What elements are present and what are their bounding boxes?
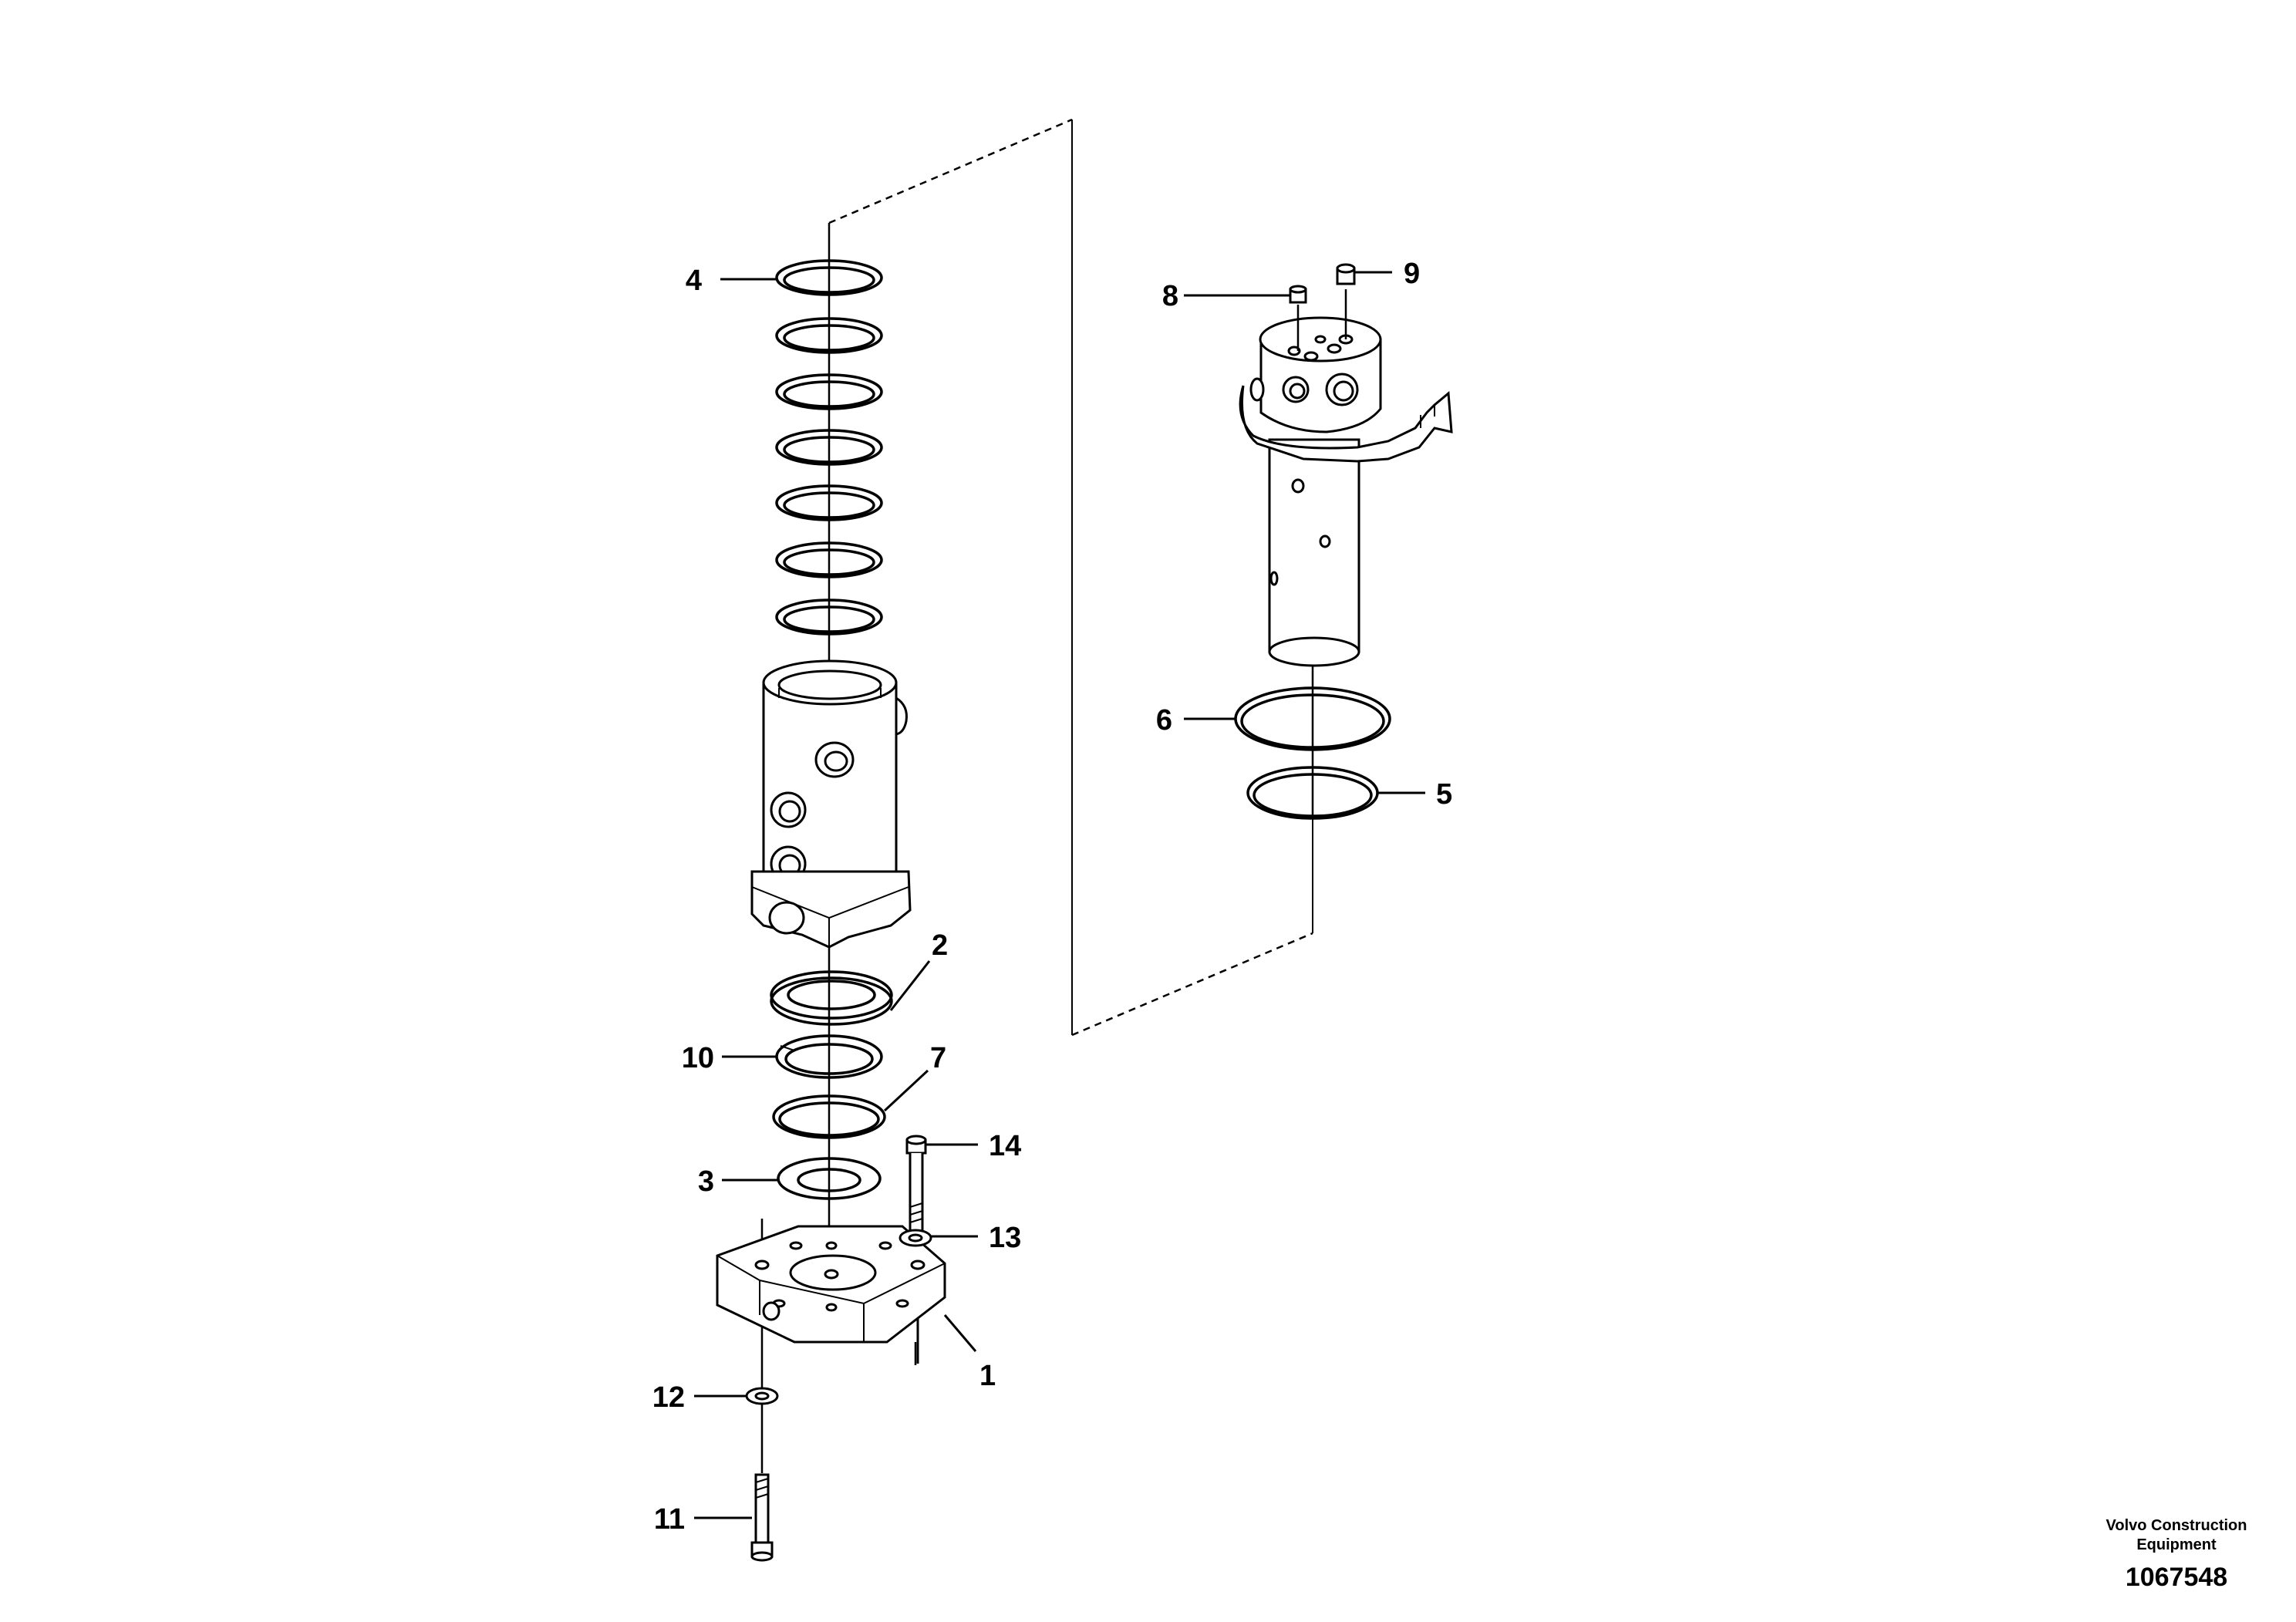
callout-14: 14 (989, 1130, 1021, 1162)
callout-12: 12 (652, 1381, 685, 1414)
callout-1: 1 (979, 1360, 996, 1392)
callout-3: 3 (698, 1165, 714, 1198)
washer-12 (745, 1387, 779, 1405)
seal-ring (775, 599, 883, 636)
washer-13 (899, 1229, 932, 1247)
bolt-11 (750, 1473, 774, 1562)
footer-credit: Volvo Construction Equipment 1067548 (2106, 1517, 2247, 1592)
port-fitting (770, 791, 807, 828)
leader-lines (694, 271, 1425, 1519)
callout-4: 4 (686, 265, 702, 297)
base-plate (716, 1225, 946, 1344)
port-fitting (814, 741, 855, 778)
thrust-washer (770, 970, 893, 1026)
seal-ring (775, 484, 883, 521)
rotor-shaft (1239, 316, 1453, 818)
plug-8 (1289, 285, 1307, 351)
seal-ring (775, 259, 883, 296)
manufacturer-name-line2: Equipment (2136, 1536, 2217, 1553)
washer-3 (777, 1157, 882, 1200)
callout-9: 9 (1404, 258, 1420, 290)
seal-ring (775, 541, 883, 578)
callout-11: 11 (654, 1503, 685, 1536)
swivel-housing (750, 659, 912, 949)
drawing-number: 1067548 (2126, 1563, 2227, 1592)
assembly-dashed-lines (828, 118, 1313, 1037)
o-ring-7 (772, 1094, 886, 1139)
callout-10: 10 (682, 1042, 714, 1074)
callout-6: 6 (1156, 704, 1172, 737)
callout-5: 5 (1436, 778, 1452, 811)
callout-13: 13 (989, 1222, 1021, 1254)
bolt-14 (905, 1135, 927, 1236)
seal-ring (775, 429, 883, 466)
plug-9 (1336, 263, 1356, 339)
seal-ring (775, 373, 883, 410)
manufacturer-name-line1: Volvo Construction (2106, 1517, 2247, 1534)
callout-labels: 4 8 9 6 5 2 10 7 3 14 13 1 12 11 (652, 258, 1452, 1536)
callout-7: 7 (930, 1042, 946, 1074)
callout-2: 2 (932, 929, 948, 962)
callout-8: 8 (1162, 280, 1178, 312)
seal-ring (775, 317, 883, 354)
seal-ring-stack (775, 259, 883, 636)
